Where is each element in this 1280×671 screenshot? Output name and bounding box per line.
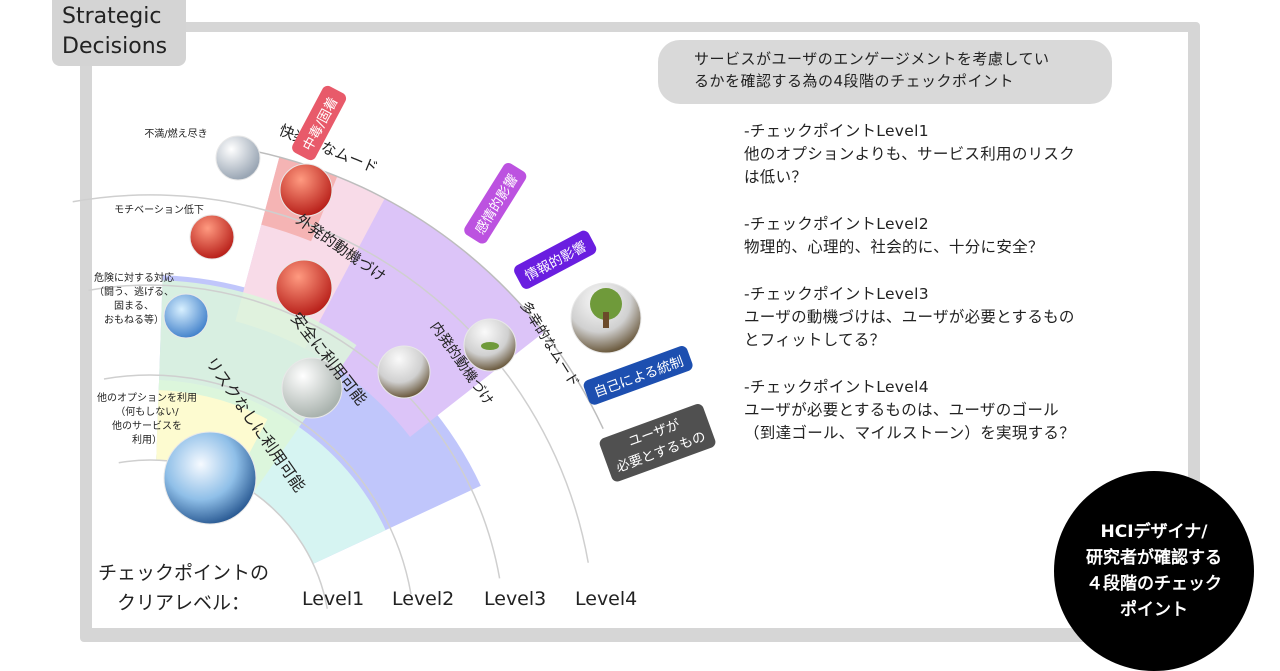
side-label-danger: 危険に対する対応 （闘う、逃げる、 固まる、 おもねる等） — [94, 273, 174, 326]
header-text: サービスがユーザのエンゲージメントを考慮してい るかを確認する為の4段階のチェッ… — [694, 50, 1050, 90]
side-label-motivation-down: モチベーション低下 — [114, 205, 204, 216]
sprout-leaf — [481, 342, 499, 350]
level4-label: Level4 — [575, 588, 638, 610]
splash-orb — [163, 293, 209, 339]
tree-crown — [590, 288, 622, 320]
checkpoint-level1: -チェックポイントLevel1 他のオプションよりも、サービス利用のリスク は低… — [744, 120, 1144, 189]
checkpoint-list: -チェックポイントLevel1 他のオプションよりも、サービス利用のリスク は低… — [744, 120, 1144, 469]
side-label-other-options: 他のオプションを利用 （何もしない/ 他のサービスを 利用） — [97, 393, 197, 446]
ice-orb — [215, 135, 261, 181]
clear-level-label: チェックポイントの クリアレベル： — [98, 562, 270, 614]
side-label-burnout: 不満/燃え尽き — [144, 129, 208, 140]
level-arc-2 — [103, 374, 412, 595]
level3-label: Level3 — [484, 588, 547, 610]
hci-badge: HCIデザイナ/ 研究者が確認する ４段階のチェック ポイント — [1054, 471, 1254, 671]
checkpoint-level2: -チェックポイントLevel2 物理的、心理的、社会的に、十分に安全？ — [744, 213, 1144, 259]
checkpoint-text: ユーザの動機づけは、ユーザが必要とするもの とフィットしてる？ — [744, 308, 1075, 349]
checkpoint-text: 他のオプションよりも、サービス利用のリスク は低い？ — [744, 145, 1076, 186]
level2-label: Level2 — [392, 588, 455, 610]
checkpoint-text: 物理的、心理的、社会的に、十分に安全？ — [744, 238, 1044, 256]
checkpoint-name: -チェックポイントLevel1 — [744, 122, 929, 140]
blank-orb — [281, 357, 343, 419]
checkpoint-name: -チェックポイントLevel3 — [744, 285, 929, 303]
checkpoint-text: ユーザが必要とするものは、ユーザのゴール （到達ゴール、マイルストーン）を実現す… — [744, 401, 1076, 442]
angry-orb — [279, 163, 333, 217]
checkpoint-name: -チェックポイントLevel4 — [744, 378, 929, 396]
level1-label: Level1 — [302, 588, 365, 610]
level-arc-4 — [72, 194, 589, 563]
character-orb — [275, 259, 333, 317]
earth-orb — [163, 431, 257, 525]
level-arc-3 — [88, 284, 501, 579]
checkpoint-level4: -チェックポイントLevel4 ユーザが必要とするものは、ユーザのゴール （到達… — [744, 376, 1144, 445]
page-title: Strategic Decisions — [52, 0, 186, 66]
sad-orb — [189, 214, 235, 260]
soil-orb — [377, 345, 431, 399]
checkpoint-level3: -チェックポイントLevel3 ユーザの動機づけは、ユーザが必要とするもの とフ… — [744, 283, 1144, 352]
tree-trunk — [603, 312, 609, 328]
header-bubble: サービスがユーザのエンゲージメントを考慮してい るかを確認する為の4段階のチェッ… — [658, 40, 1112, 104]
checkpoint-name: -チェックポイントLevel2 — [744, 215, 929, 233]
